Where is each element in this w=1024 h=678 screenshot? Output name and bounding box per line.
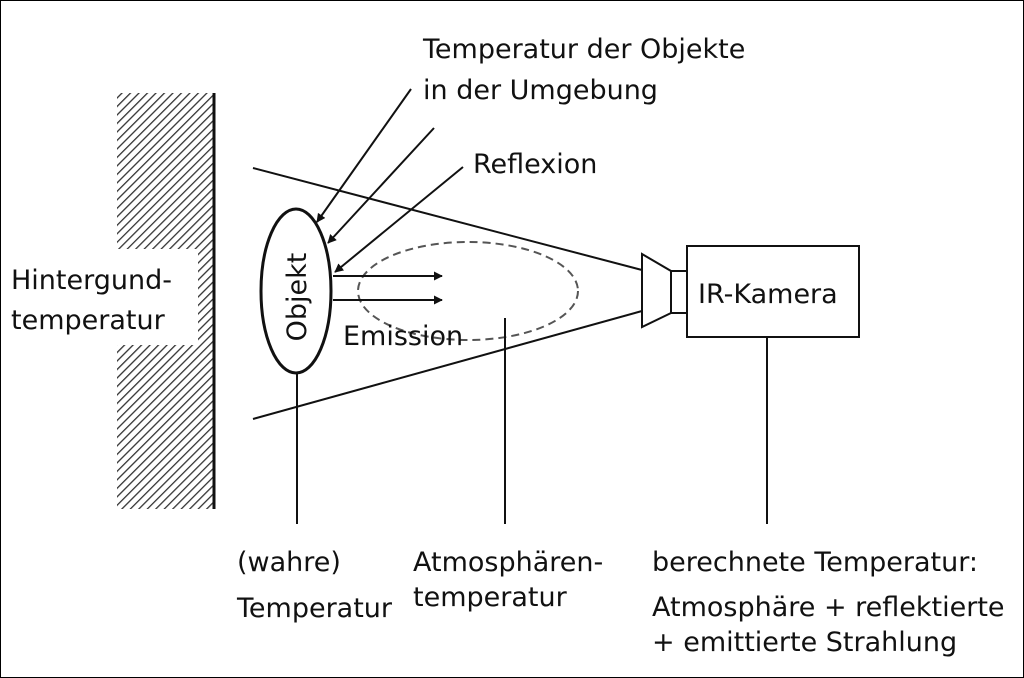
field-of-view-lower-line <box>252 310 643 420</box>
true-temp-label-line1: (wahre) <box>237 547 341 578</box>
background-label-line1: Hintergund- <box>11 265 172 296</box>
surroundings-arrow-2 <box>327 127 435 244</box>
surroundings-arrow-1 <box>316 88 412 223</box>
camera-body <box>686 245 860 338</box>
background-label-box <box>1 249 198 345</box>
calculated-label-line3: + emittierte Strahlung <box>652 627 957 658</box>
camera-label: IR-Kamera <box>698 279 838 310</box>
reflection-label: Reflexion <box>473 149 597 180</box>
surroundings-label-line1: Temperatur der Objekte <box>422 34 745 65</box>
background-label-line2: temperatur <box>11 305 166 336</box>
surroundings-label-line2: in der Umgebung <box>423 75 658 106</box>
true-temp-label-line2: Temperatur <box>236 593 393 624</box>
atmosphere-label-line1: Atmosphären- <box>413 547 603 578</box>
atmosphere-ellipse <box>357 241 579 341</box>
field-of-view-upper-line <box>252 167 643 271</box>
camera-lens-mount <box>670 270 688 314</box>
calculated-label-line1: berechnete Temperatur: <box>652 547 978 578</box>
calculated-label-line2: Atmosphäre + reflektierte <box>652 592 1005 623</box>
emission-label: Emission <box>343 321 463 352</box>
object-label: Objekt <box>282 253 313 342</box>
camera-lens <box>641 252 672 329</box>
reflection-arrow <box>334 166 464 273</box>
ir-camera <box>641 245 860 338</box>
atmosphere-label-line2: temperatur <box>413 582 568 613</box>
